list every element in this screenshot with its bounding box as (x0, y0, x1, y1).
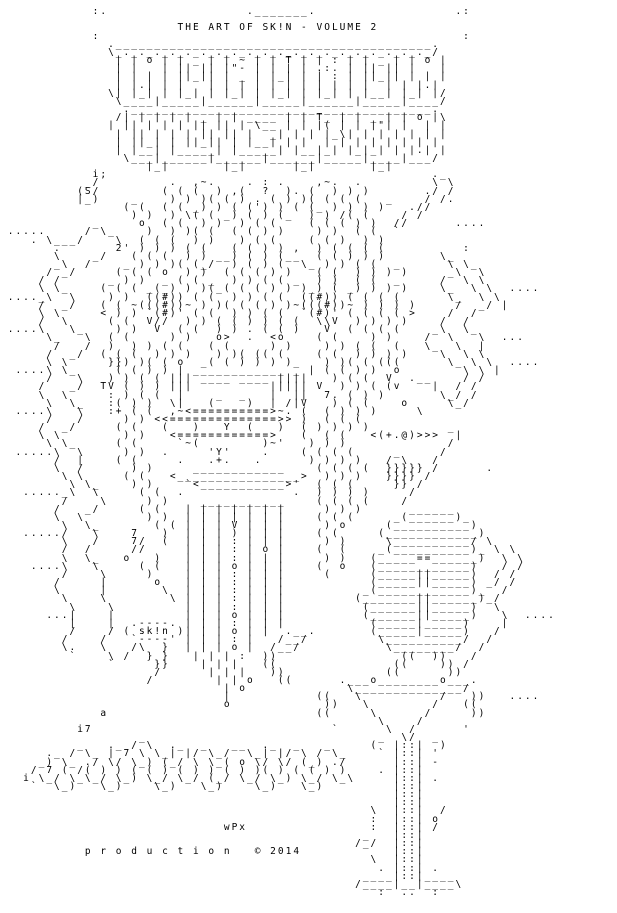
header-frame: :. ._______. .: THE ART OF SK!N - VOLUME… (92, 6, 471, 42)
skin-logo: ._______________________________________… (108, 38, 448, 173)
figure-art: i; ._ _/ . ,~. . : . ,~. . \ \ (S/ ( ( (… (7, 169, 556, 735)
footer-credits: _ _ \/ _ _ ._ / \ ._ _ __ ._ _ _ ( |::| … (23, 732, 464, 899)
